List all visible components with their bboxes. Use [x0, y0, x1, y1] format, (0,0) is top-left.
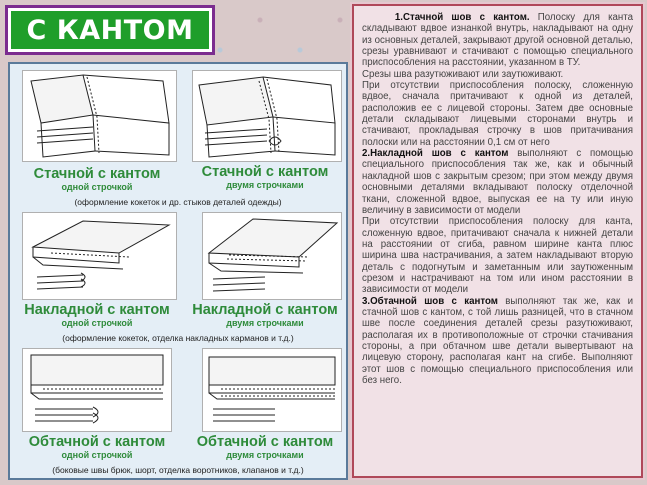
seam-illustration-1 — [22, 70, 177, 162]
heading-lapped-seam: 2.Накладной шов с кантом — [362, 148, 509, 160]
lapped-seam-one-line-drawing — [31, 220, 171, 290]
seam-illustration-4 — [202, 212, 342, 300]
note-row-3: (боковые швы брюк, шорт, отделка воротни… — [52, 465, 304, 475]
paragraph-4: 2.Накладной шов с кантом выполняют с пом… — [362, 148, 633, 216]
illustrations-panel: Стачной с кантом одной строчкой Стачной … — [8, 62, 348, 480]
faced-seam-one-line-drawing — [30, 354, 164, 424]
paragraph-2: Срезы шва разутюживают или заутюживают. — [362, 68, 564, 80]
cell-title-4: Накладной с кантом — [192, 302, 338, 318]
cell-title-2: Стачной с кантом — [201, 164, 329, 180]
title-box: С КАНТОМ — [8, 8, 212, 52]
seam-illustration-2 — [192, 70, 342, 162]
cell-sub-2: двумя строчками — [226, 180, 304, 190]
lapped-seam-two-lines-drawing — [207, 218, 339, 292]
cell-sub-4: двумя строчками — [226, 318, 304, 328]
seam-illustration-6 — [202, 348, 342, 432]
cell-title-5: Обтачной с кантом — [28, 434, 166, 450]
cell-sub-5: одной строчкой — [61, 450, 133, 460]
faced-seam-two-lines-drawing — [208, 356, 336, 422]
paragraph-1-body: Полоску для канта складывают вдвое изнан… — [362, 12, 633, 69]
note-row-2: (оформление кокеток, отделка накладных к… — [62, 333, 294, 343]
seam-illustration-5 — [22, 348, 172, 432]
note-row-1: (оформление кокеток и др. стыков деталей… — [74, 197, 282, 207]
paragraph-1: 1.Стачной шов с кантом. Полоску для кант… — [362, 12, 633, 69]
cell-sub-6: двумя строчками — [226, 450, 304, 460]
stitched-seam-two-lines-drawing — [198, 76, 336, 158]
paragraph-5: При отсутствии приспособления полоску дл… — [362, 216, 633, 296]
cell-title-3: Накладной с кантом — [24, 302, 170, 318]
stitched-seam-one-line-drawing — [30, 74, 170, 158]
seam-illustration-3 — [22, 212, 177, 300]
heading-stitched-seam: 1.Стачной шов с кантом. — [394, 12, 530, 23]
cell-title-6: Обтачной с кантом — [196, 434, 334, 450]
page-title: С КАНТОМ — [26, 14, 194, 46]
cell-sub-3: одной строчкой — [61, 318, 133, 328]
paragraph-3: При отсутствии приспособления полоску, с… — [362, 80, 633, 148]
heading-faced-seam: 3.Обтачной шов с кантом — [362, 295, 498, 307]
cell-sub-1: одной строчкой — [61, 182, 133, 192]
cell-title-1: Стачной с кантом — [33, 166, 161, 182]
paragraph-6-body: выполняют так же, как и стачной шов с ка… — [362, 295, 633, 386]
description-panel: 1.Стачной шов с кантом. Полоску для кант… — [352, 4, 643, 478]
paragraph-4-body: выполняют с помощью специального приспос… — [362, 148, 634, 216]
paragraph-6: 3.Обтачной шов с кантом выполняют так же… — [362, 296, 633, 387]
